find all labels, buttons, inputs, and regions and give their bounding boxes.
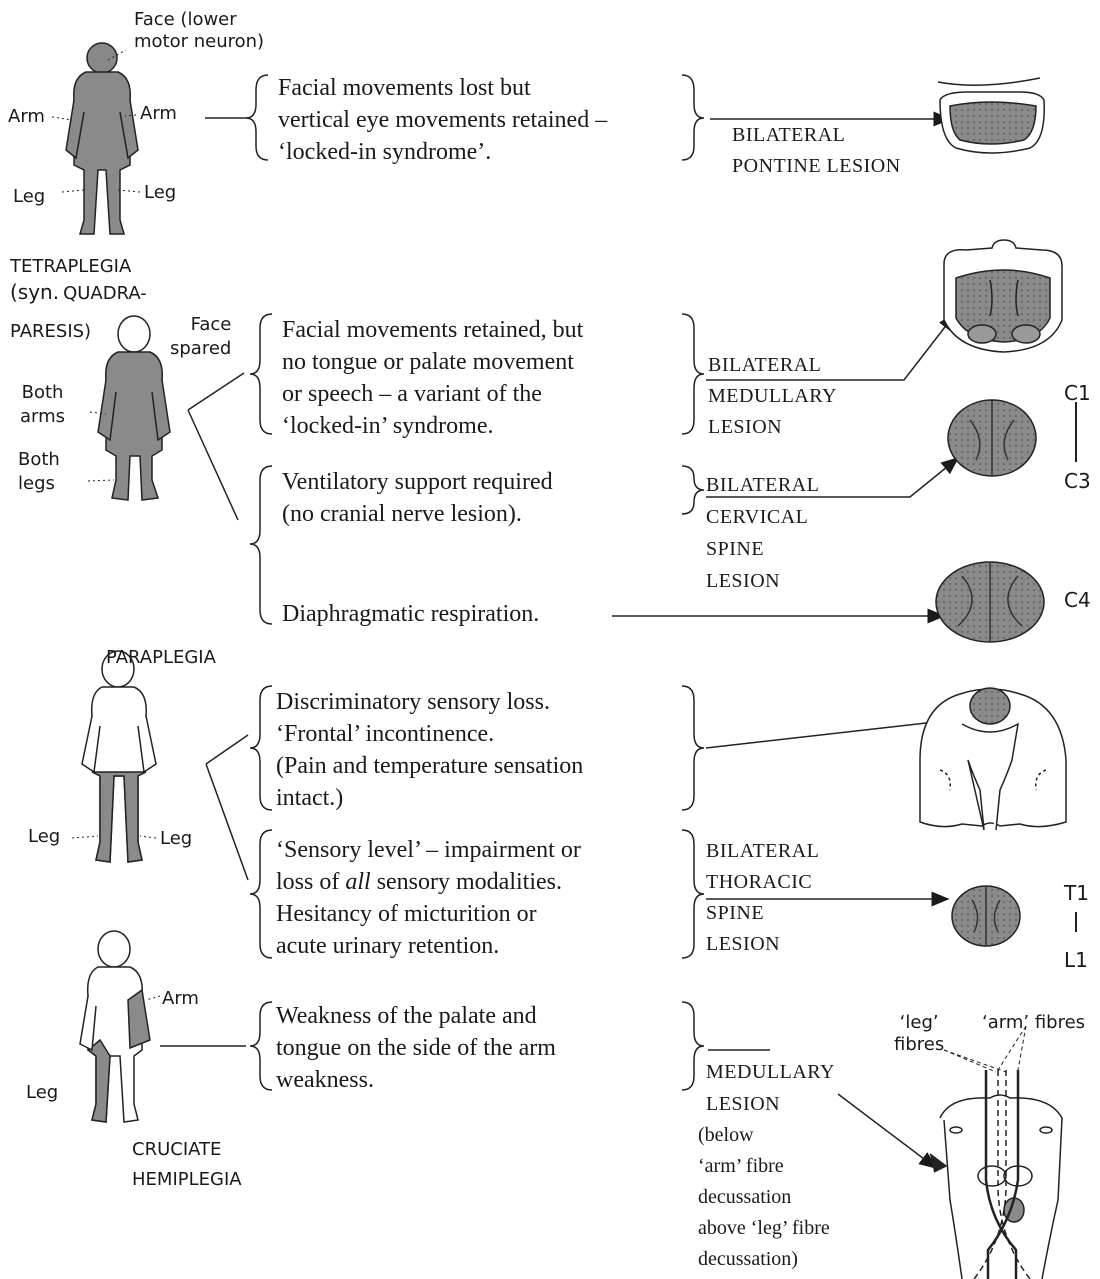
arrow-medullary <box>706 312 956 381</box>
arm-fibres-label: ‘arm’ fibres <box>982 1012 1086 1033</box>
fibre-pointers <box>943 1025 1027 1073</box>
medulla-section-icon <box>943 239 1063 353</box>
brace-cortical-left <box>249 685 273 811</box>
brace-palate-left <box>249 1001 273 1091</box>
cervical-cord-c1-c3-icon <box>947 399 1037 477</box>
level-t1: T1 <box>1064 881 1089 905</box>
tetraplegia-synonym: (syn. QUADRA- <box>10 280 147 305</box>
figure-cruciate-pointers <box>145 995 161 1001</box>
description-pontine: Facial movements lost but vertical eye m… <box>278 75 608 165</box>
arrow-decussation <box>837 1093 938 1169</box>
description-sensory-level: ‘Sensory level’ – impairment or loss of … <box>276 834 581 962</box>
brace-medullary-right <box>681 313 705 435</box>
leg-left-label: Leg <box>13 186 46 207</box>
arm-right-label: Arm <box>140 103 177 124</box>
brace-cortical-right <box>681 685 705 811</box>
thoracic-cord-icon <box>951 885 1021 947</box>
sensory-level-text-b: sensory modalities. Hesitancy of micturi… <box>276 869 562 959</box>
brace-cervical-right <box>681 465 705 515</box>
figure-paraplegia <box>81 650 157 863</box>
leg-fibres-label: ‘leg’ fibres <box>894 1012 945 1055</box>
cervical-cord-c4-icon <box>935 561 1045 643</box>
level-l1: L1 <box>1064 948 1088 972</box>
medulla-decussation-icon <box>929 1070 1063 1279</box>
tetraplegia-title: TETRAPLEGIA <box>10 256 132 277</box>
lesion-medullary: BILATERAL MEDULLARY LESION <box>708 354 837 438</box>
level-c1: C1 <box>1064 381 1091 405</box>
figure-cruciate-hemiplegia <box>79 930 151 1123</box>
brace-cervical-left <box>249 465 273 625</box>
description-discriminatory: Discriminatory sensory loss. ‘Frontal’ i… <box>276 689 584 811</box>
face-lower-motor-neuron-label: Face (lower motor neuron) <box>134 9 265 52</box>
pons-section-icon <box>937 77 1045 154</box>
cruciate-leg-label: Leg <box>26 1082 59 1103</box>
synonym-prefix: (syn. <box>10 280 60 304</box>
lesion-medullary-note: (below ‘arm’ fibre decussation above ‘le… <box>698 1124 830 1270</box>
brace-thoracic-left <box>249 829 273 959</box>
brain-coronal-section-icon <box>919 687 1067 831</box>
level-c4: C4 <box>1064 588 1091 612</box>
paraplegia-leg-left-label: Leg <box>28 826 61 847</box>
connector-paraplegia <box>205 734 249 881</box>
figure-tetraplegia <box>97 315 171 501</box>
figure-tetraplegia-pointers <box>87 411 115 482</box>
level-c3: C3 <box>1064 469 1091 493</box>
description-diaphragm: Diaphragmatic respiration. <box>282 601 540 627</box>
arrow-cervical <box>706 457 960 498</box>
brace-pontine-right <box>681 74 705 161</box>
figure-locked-in-pointers <box>51 49 141 193</box>
leg-right-label: Leg <box>144 182 177 203</box>
figure-paraplegia-pointers <box>71 835 157 839</box>
face-spared-label: Face spared <box>170 314 232 359</box>
brace-medullary-left <box>249 313 273 435</box>
description-medullary: Facial movements retained, but no tongue… <box>282 317 584 439</box>
both-legs-label: Both legs <box>18 449 60 494</box>
cruciate-arm-label: Arm <box>162 988 199 1009</box>
description-ventilatory: Ventilatory support required (no cranial… <box>282 469 553 527</box>
sensory-level-text-all: all <box>345 869 371 895</box>
lesion-medullary-single: MEDULLARY LESION <box>706 1061 835 1115</box>
arm-left-label: Arm <box>8 106 45 127</box>
description-palate: Weakness of the palate and tongue on the… <box>276 1003 556 1093</box>
brace-palate-right <box>681 1001 705 1091</box>
cruciate-hemiplegia-title: CRUCIATE HEMIPLEGIA <box>132 1139 242 1190</box>
synonym-term: QUADRA- <box>63 283 147 304</box>
brace-thoracic-right <box>681 829 705 959</box>
lesion-cervical: BILATERAL CERVICAL SPINE LESION <box>706 474 820 592</box>
paraplegia-leg-right-label: Leg <box>160 828 193 849</box>
paraplegia-title: PARAPLEGIA <box>106 647 216 668</box>
synonym-term-continued: PARESIS) <box>10 321 92 342</box>
lesion-thoracic: BILATERAL THORACIC SPINE LESION <box>706 840 820 955</box>
lesion-pontine: BILATERAL PONTINE LESION <box>732 124 901 177</box>
brace-pontine-left <box>245 74 269 161</box>
figure-locked-in <box>65 42 139 235</box>
connector-tetraplegia <box>187 372 245 521</box>
sensory-level-text-a: ‘Sensory level’ – impairment or loss of <box>276 837 581 895</box>
both-arms-label: Both arms <box>20 382 66 427</box>
